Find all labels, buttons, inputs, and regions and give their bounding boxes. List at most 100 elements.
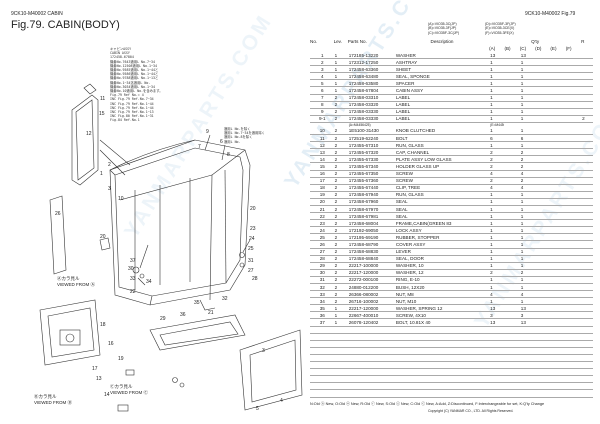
cell-q5 [565, 141, 582, 150]
cell-q4 [550, 101, 566, 109]
cell-empty [581, 340, 593, 348]
cell-pn: 172312-17250 [347, 58, 395, 67]
table-row-empty [310, 368, 593, 377]
cell-q2: 4 [519, 290, 536, 299]
cell-q3 [535, 177, 551, 185]
cell-empty [310, 368, 334, 377]
svg-text:12: 12 [86, 131, 92, 137]
cell-q1 [504, 52, 520, 60]
svg-text:16: 16 [108, 341, 114, 347]
cell-q0: 1 [489, 226, 505, 235]
cell-q5 [565, 219, 582, 228]
header-code-right: 9CK10-M40002 Fig.79 [525, 11, 576, 17]
cell-q5 [565, 52, 582, 60]
cell-desc: WASHER, 12 [394, 269, 490, 277]
cell-no: 12 [310, 141, 334, 150]
cell-q4 [550, 269, 566, 277]
table-header-row: No. Lev. Parts No. Description Q'ty R [310, 38, 593, 45]
cell-pn: 172458-63580 [347, 79, 395, 88]
cell-empty [394, 347, 490, 355]
cell-q5 [565, 205, 582, 214]
svg-text:17: 17 [92, 366, 98, 372]
cell-empty [310, 340, 334, 348]
cell-q4 [550, 283, 566, 292]
col-d: (D) [535, 46, 542, 51]
cell-q4 [550, 276, 566, 285]
cell-no: 34 [310, 297, 334, 306]
cell-q2: 1 [519, 65, 536, 74]
cell-q0: 1 [489, 141, 505, 150]
cell-no: 35 [310, 304, 334, 313]
cell-q3 [535, 52, 551, 60]
cell-q2: 1 [519, 58, 536, 67]
cell-q2: 1 [519, 233, 536, 242]
cell-desc: LABEL [394, 108, 490, 116]
cell-empty [489, 382, 505, 391]
cell-r [581, 58, 593, 67]
cell-empty [394, 382, 490, 391]
header-parts-no: Parts No. [347, 39, 367, 44]
cell-q2: 1 [519, 72, 536, 81]
svg-text:2: 2 [108, 162, 111, 168]
cell-r [581, 219, 593, 228]
cell-pn: 172458-67981 [347, 212, 395, 221]
cell-lev: 2 [333, 134, 348, 143]
cell-r [581, 52, 593, 60]
cell-desc: RUN, GLASS [394, 191, 490, 199]
cell-empty [581, 368, 593, 377]
cell-empty [310, 354, 334, 363]
cell-empty [504, 326, 520, 334]
svg-text:18: 18 [100, 322, 106, 328]
cell-q0: 6 [489, 134, 505, 143]
cell-q0: 1 [489, 297, 505, 306]
cell-q3 [535, 155, 551, 164]
cell-q3 [535, 101, 551, 109]
cell-q2: 4 [519, 184, 536, 192]
cell-q0: 1 [489, 127, 505, 136]
cell-q1 [504, 205, 520, 214]
cell-pn: 172458-68004 [347, 219, 395, 228]
cell-empty [581, 326, 593, 334]
cell-empty [550, 347, 566, 355]
cell-q3 [535, 134, 551, 143]
cell-q1 [504, 141, 520, 150]
cell-empty [504, 361, 520, 370]
svg-text:32: 32 [222, 296, 228, 302]
cell-q1 [504, 262, 520, 270]
cell-q5 [565, 248, 582, 256]
cell-r [581, 65, 593, 74]
cell-r [581, 269, 593, 277]
svg-text:1: 1 [100, 171, 103, 177]
cell-desc: LOCK ASSY [394, 226, 490, 235]
cell-q0: 1 [489, 233, 505, 242]
cell-q4 [550, 297, 566, 306]
cell-no: 21 [310, 205, 334, 214]
cell-q1 [504, 177, 520, 185]
cell-desc: LEVER [394, 248, 490, 256]
cell-empty [565, 354, 582, 363]
cell-q1 [504, 191, 520, 199]
cell-empty [333, 361, 348, 370]
svg-text:15: 15 [99, 111, 105, 117]
cell-no: 22 [310, 212, 334, 221]
table-row-empty [310, 354, 593, 363]
cell-q1 [504, 269, 520, 277]
cell-empty [581, 382, 593, 391]
cell-r [581, 141, 593, 150]
cell-q3 [535, 318, 551, 327]
cabin-exploded-drawing: 11 15 12 1 2 9 7 6 8 3 10 20 20 23 24 25… [39, 83, 303, 412]
cell-empty [519, 389, 536, 398]
cell-lev: 1 [333, 304, 348, 313]
svg-text:11: 11 [100, 96, 105, 102]
cell-q1 [504, 226, 520, 235]
cell-q4 [550, 58, 566, 67]
cell-empty [310, 361, 334, 370]
cell-q0: 2 [489, 269, 505, 277]
cell-q1 [504, 86, 520, 95]
